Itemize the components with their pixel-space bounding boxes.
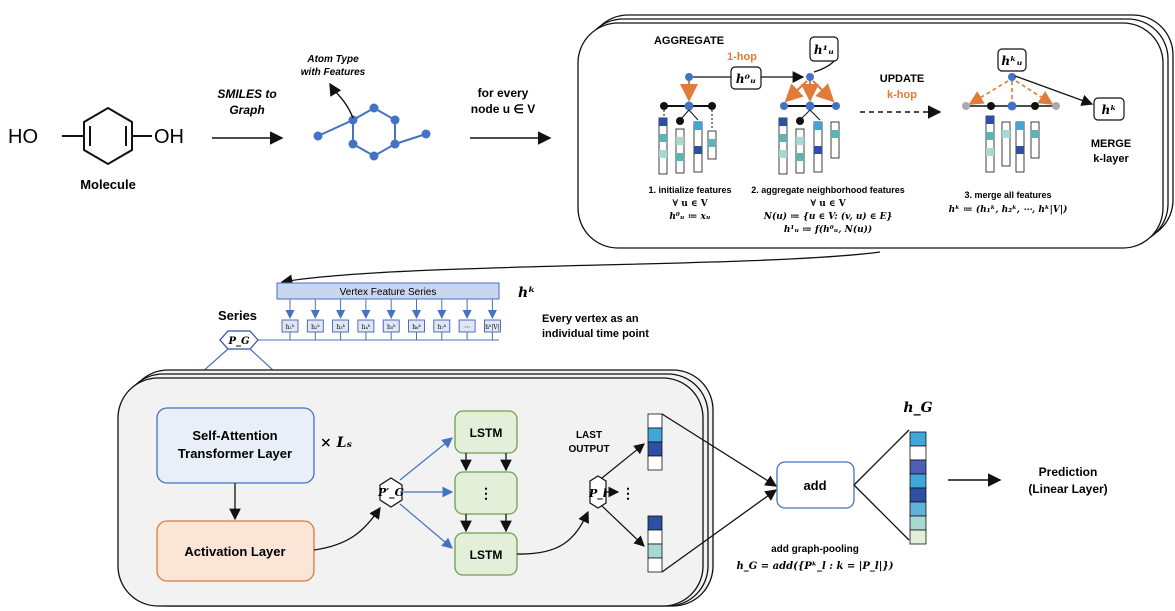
tree-merge: [962, 73, 1094, 111]
molecule-graph: [313, 82, 431, 161]
series-cell-label: h₇ᵏ: [438, 324, 447, 331]
smiles-label-1: SMILES to: [217, 87, 276, 101]
pg-prime-hexagon: [379, 477, 403, 508]
h0-label: h⁰ᵤ: [736, 72, 756, 86]
molecule-right-label: OH: [154, 126, 184, 148]
hk-label: hᵏᵤ: [1001, 54, 1022, 68]
series-caption-1: Every vertex as an: [542, 313, 639, 325]
hk-out-box: [1093, 97, 1125, 121]
pl-to-bottom-vector: [601, 505, 645, 547]
gnn-to-series-arrow: [280, 251, 881, 287]
tree-initialize: [660, 73, 716, 130]
vertex-feature-series-bar: [276, 282, 500, 300]
last-output-label-1: LAST: [576, 430, 602, 441]
gnn-panel: [577, 14, 1174, 249]
merge-title: MERGE: [1091, 138, 1131, 150]
series-cell-label: h₄ᵏ: [362, 324, 371, 331]
add-label: add: [803, 478, 826, 493]
molecule-caption: Molecule: [80, 177, 136, 192]
k-hop-label: k-hop: [887, 89, 917, 101]
pl-hexagon: [589, 475, 607, 509]
step2-line2: N(u) ≔ {u ∈ V: (v, u) ∈ E}: [763, 211, 893, 222]
pooling-label-1: add graph-pooling: [771, 544, 859, 555]
update-title: UPDATE: [880, 73, 924, 85]
series-cell-label: h₁ᵏ: [286, 324, 295, 331]
step3-title: 3. merge all features: [964, 190, 1051, 200]
step1-line2: h⁰ᵤ ≔ xᵤ: [669, 212, 711, 222]
hg-label: h_G: [903, 400, 932, 416]
series-cell-label: h₂ᵏ: [311, 324, 320, 331]
step2-line3: h¹ᵤ ≔ f(h⁰ᵤ, N(u)): [784, 224, 872, 235]
molecule-structure: [62, 106, 152, 166]
series-cell-label: h₅ᵏ: [387, 324, 396, 331]
hg-vector: [909, 431, 927, 545]
sat-label-1: Self-Attention: [192, 428, 277, 443]
step1-line1: ∀ u ∈ V: [672, 199, 708, 209]
times-ls-label: × Lₛ: [320, 435, 352, 451]
series-label: Series: [218, 308, 257, 323]
prediction-label-1: Prediction: [1039, 465, 1098, 479]
series-cell-label: ⋯: [464, 324, 470, 331]
pl-to-top-vector: [601, 443, 645, 479]
step2-line1: ∀ u ∈ V: [810, 199, 846, 209]
lstm-top-label: LSTM: [470, 426, 503, 440]
node-in-v-label: node u ∈ V: [471, 102, 535, 116]
molecule-left-label: HO: [8, 126, 38, 148]
sat-label-2: Transformer Layer: [178, 446, 292, 461]
top-vector-to-add: [661, 413, 778, 487]
pgprime-to-lstm2: [399, 503, 453, 549]
activation-label: Activation Layer: [184, 544, 285, 559]
series-cells: h₁ᵏ h₂ᵏ h₃ᵏ h₄ᵏ h₅ᵏ h₆ᵏ h₇ᵏ ⋯ hᵏ|V|: [281, 299, 501, 340]
activation-to-pgprime-arrow: [313, 506, 381, 551]
add-to-hg-top: [853, 429, 910, 486]
activation-layer-box: [156, 520, 315, 582]
vertex-feature-series-label: Vertex Feature Series: [340, 287, 437, 298]
last-output-vector-bottom: [647, 515, 663, 573]
hk-out-label: hᵏ: [1101, 103, 1116, 117]
h0-box: [730, 66, 762, 90]
series-hk-label: hᵏ: [518, 285, 536, 301]
pg-label: P_G: [227, 336, 250, 347]
for-every-label: for every: [478, 86, 529, 100]
pl-dots: ⋮: [621, 485, 635, 501]
lstm-box-top: [454, 410, 518, 454]
lstm-bottom-label: LSTM: [470, 548, 503, 562]
one-hop-label: 1-hop: [727, 51, 757, 63]
h1-box: [809, 36, 839, 62]
pl-label: P_l: [588, 487, 607, 501]
atom-type-label-2: with Features: [301, 67, 366, 78]
pg-prime-label: P′_G: [377, 486, 404, 500]
tree-merge-vectors: [985, 115, 1040, 173]
smiles-label-2: Graph: [229, 103, 264, 117]
atom-type-label-1: Atom Type: [306, 54, 359, 65]
series-cell-label: h₃ᵏ: [336, 324, 345, 331]
last-output-vector-top: [647, 413, 663, 471]
tree-aggregate-vectors: [778, 117, 840, 175]
pooling-label-2: h_G = add({Pᵏ_l : k = |P_l|}): [736, 561, 893, 572]
lstm-box-middle: [454, 471, 518, 515]
step1-title: 1. initialize features: [648, 185, 731, 195]
series-cell-label: h₆ᵏ: [412, 324, 421, 331]
step3-line1: hᵏ ≔ (h₁ᵏ, h₂ᵏ, ⋯, hᵏ|V|): [949, 204, 1068, 215]
k-layer-label: k-layer: [1093, 153, 1129, 165]
step2-title: 2. aggregate neighborhood features: [751, 185, 905, 195]
lstm-middle-dots: ⋮: [479, 485, 493, 501]
bottom-vector-to-add: [661, 489, 778, 573]
hk-box: [997, 48, 1027, 72]
lstm-to-pl-arrow: [516, 510, 589, 555]
h1-label: h¹ᵤ: [814, 43, 834, 57]
series-caption-2: individual time point: [542, 328, 649, 340]
prediction-label-2: (Linear Layer): [1028, 482, 1107, 496]
series-cell-label: hᵏ|V|: [485, 324, 499, 331]
aggregate-title: AGGREGATE: [654, 35, 724, 47]
pgprime-to-lstm1: [399, 437, 453, 481]
add-to-hg-bottom: [853, 484, 910, 541]
last-output-label-2: OUTPUT: [568, 444, 609, 455]
tree-initialize-vectors: [658, 117, 717, 175]
